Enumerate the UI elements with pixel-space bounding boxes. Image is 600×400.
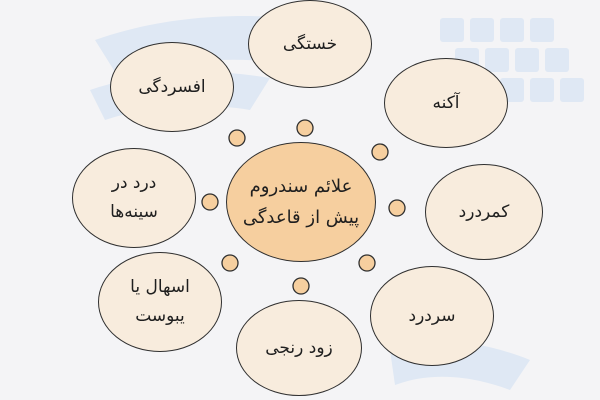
symptom-label-group: درد در سینه‌ها <box>110 169 158 227</box>
center-title-line-1: علائم سندروم <box>249 175 353 197</box>
symptom-label-line: اسهال یا <box>130 277 190 298</box>
connector-dot <box>358 254 376 272</box>
connector-dot <box>228 129 246 147</box>
symptom-node-depression: افسردگی <box>110 42 234 132</box>
symptom-label-line: سینه‌ها <box>110 202 158 222</box>
symptom-node-back-pain: کمردرد <box>425 164 543 260</box>
symptom-label-line: درد در <box>111 173 157 194</box>
connector-dot <box>371 143 389 161</box>
symptom-label: آکنه <box>432 92 460 113</box>
symptom-label-group: اسهال یا یبوست <box>130 273 190 331</box>
connector-dot <box>296 119 314 137</box>
symptom-label: کمردرد <box>458 201 510 222</box>
symptom-label: سردرد <box>408 305 456 326</box>
symptom-node-headache: سردرد <box>370 266 494 366</box>
symptom-node-irritability: زود رنجی <box>236 300 362 396</box>
center-title-group: علائم سندروم پیش از قاعدگی <box>243 171 359 234</box>
center-title-node: علائم سندروم پیش از قاعدگی <box>226 142 376 262</box>
connector-dot <box>201 193 219 211</box>
symptom-label: زود رنجی <box>265 337 333 358</box>
symptom-node-breast-pain: درد در سینه‌ها <box>72 148 196 248</box>
center-title-line-2: پیش از قاعدگی <box>242 207 360 228</box>
symptom-label: خستگی <box>282 33 338 54</box>
symptom-label: افسردگی <box>138 76 206 97</box>
symptom-node-fatigue: خستگی <box>248 0 372 88</box>
connector-dot <box>221 254 239 272</box>
connector-dot <box>292 277 310 295</box>
symptom-label-line: یبوست <box>135 306 185 326</box>
symptom-node-digestive: اسهال یا یبوست <box>98 252 222 352</box>
symptom-node-acne: آکنه <box>384 58 508 148</box>
connector-dot <box>388 199 406 217</box>
